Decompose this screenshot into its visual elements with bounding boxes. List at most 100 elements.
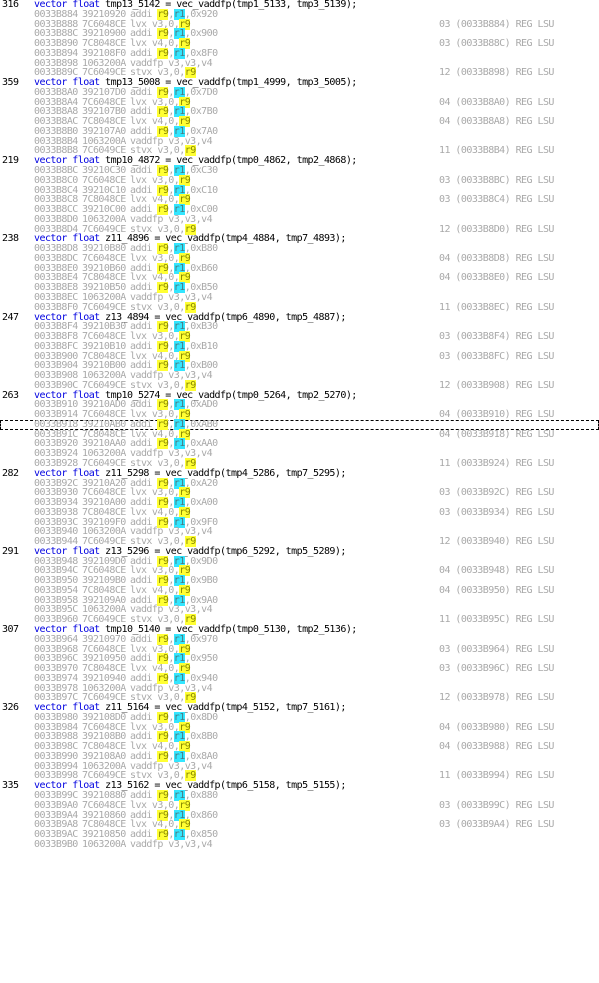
statement-text: z13_5296 = vec_vaddfp(tmp6_5292, tmp5_52…	[99, 545, 346, 557]
type-keyword: vector float	[34, 233, 100, 245]
instruction-opcode-hex: 39210A20	[82, 477, 126, 489]
register-r1-highlight: r1	[173, 497, 185, 509]
instruction-opcode-hex: 7C8048CE	[82, 819, 126, 831]
instruction-opcode-hex: 7C8048CE	[82, 350, 126, 362]
instruction-mnemonic: addi r9,r1,0xB60	[130, 262, 218, 274]
instruction-address: 0033B998	[34, 770, 78, 782]
register-r9-highlight: r9	[184, 614, 196, 626]
instruction-opcode-hex: 392108D0	[82, 711, 126, 723]
instruction-mnemonic: lvx v4,0,r9	[130, 584, 191, 596]
register-r9-highlight: r9	[179, 721, 191, 733]
